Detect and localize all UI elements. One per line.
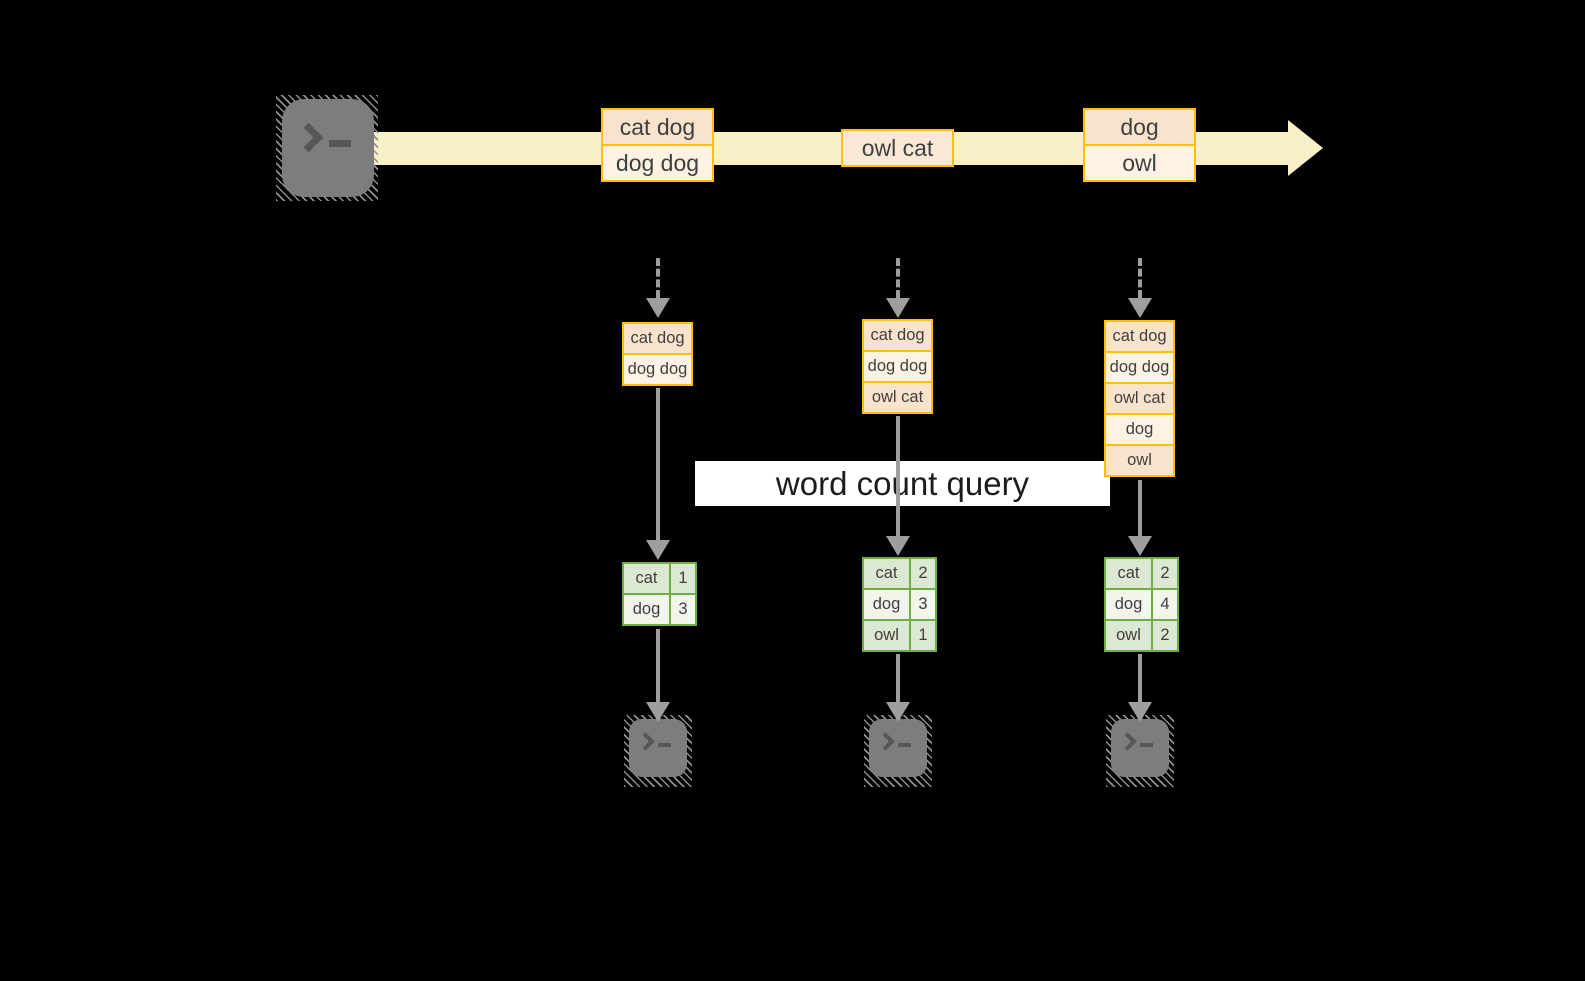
chevron-right-icon: [636, 732, 655, 751]
underscore-cursor-icon: [1140, 743, 1153, 747]
sink-terminal-1: [624, 715, 692, 787]
state-row: owl cat: [864, 381, 931, 412]
event-batch-2: owl cat: [841, 129, 954, 167]
result-count-cell: 2: [1153, 559, 1177, 588]
underscore-cursor-icon: [329, 140, 351, 147]
result-count-cell: 1: [671, 564, 695, 593]
arrow-line: [896, 416, 900, 536]
event-batch-1: cat dog dog dog: [601, 108, 714, 182]
chevron-right-icon: [1118, 732, 1137, 751]
prompt-glyph: [293, 122, 351, 153]
state-row: owl: [1106, 444, 1173, 475]
underscore-cursor-icon: [658, 743, 671, 747]
arrow-down-icon: [1128, 298, 1152, 318]
source-terminal: [276, 95, 378, 201]
arrow-down-icon: [646, 298, 670, 318]
stream-timeline-arrowhead-icon: [1288, 120, 1323, 176]
result-word-cell: cat: [624, 564, 669, 593]
prompt-glyph: [876, 732, 911, 751]
result-word-cell: dog: [1106, 590, 1151, 619]
result-word-cell: cat: [1106, 559, 1151, 588]
arrow-down-icon: [1128, 702, 1152, 722]
arrow-down-icon: [886, 536, 910, 556]
result-table-2: cat 2 dog 3 owl 1: [862, 557, 937, 652]
result-count-cell: 2: [1153, 621, 1177, 650]
prompt-glyph: [636, 732, 671, 751]
arrow-line: [896, 654, 900, 702]
state-stack-1: cat dog dog dog: [622, 322, 693, 386]
sink-terminal-2: [864, 715, 932, 787]
arrow-line: [656, 629, 660, 702]
arrow-line: [1138, 480, 1142, 536]
chevron-right-icon: [876, 732, 895, 751]
state-row: cat dog: [624, 324, 691, 353]
result-word-cell: owl: [864, 621, 909, 650]
sink-terminal-3: [1106, 715, 1174, 787]
state-row: cat dog: [1106, 322, 1173, 351]
state-stack-2: cat dog dog dog owl cat: [862, 319, 933, 414]
result-count-cell: 3: [911, 590, 935, 619]
arrow-line: [656, 388, 660, 540]
event-item: dog: [1085, 110, 1194, 144]
state-row: dog dog: [1106, 351, 1173, 382]
underscore-cursor-icon: [898, 743, 911, 747]
state-row: dog dog: [864, 350, 931, 381]
terminal-prompt-icon: [869, 719, 927, 777]
result-table-1: cat 1 dog 3: [622, 562, 697, 626]
arrow-down-icon: [646, 540, 670, 560]
terminal-prompt-icon: [282, 99, 374, 197]
arrow-down-icon: [646, 702, 670, 722]
terminal-prompt-icon: [629, 719, 687, 777]
result-table-3: cat 2 dog 4 owl 2: [1104, 557, 1179, 652]
arrow-line: [1138, 654, 1142, 702]
result-word-cell: owl: [1106, 621, 1151, 650]
result-word-cell: dog: [864, 590, 909, 619]
arrow-down-icon: [886, 702, 910, 722]
dashed-arrow-line: [1138, 258, 1142, 298]
result-word-cell: cat: [864, 559, 909, 588]
state-row: cat dog: [864, 321, 931, 350]
state-stack-3: cat dog dog dog owl cat dog owl: [1104, 320, 1175, 477]
result-count-cell: 2: [911, 559, 935, 588]
state-row: dog dog: [624, 353, 691, 384]
dashed-arrow-line: [896, 258, 900, 298]
terminal-prompt-icon: [1111, 719, 1169, 777]
event-batch-3: dog owl: [1083, 108, 1196, 182]
event-item: dog dog: [603, 144, 712, 180]
arrow-down-icon: [1128, 536, 1152, 556]
state-row: owl cat: [1106, 382, 1173, 413]
result-word-cell: dog: [624, 595, 669, 624]
result-count-cell: 1: [911, 621, 935, 650]
result-count-cell: 3: [671, 595, 695, 624]
state-row: dog: [1106, 413, 1173, 444]
arrow-down-icon: [886, 298, 910, 318]
query-label: word count query: [695, 461, 1110, 506]
event-item: cat dog: [603, 110, 712, 144]
event-item: owl: [1085, 144, 1194, 180]
result-count-cell: 4: [1153, 590, 1177, 619]
prompt-glyph: [1118, 732, 1153, 751]
event-item: owl cat: [843, 131, 952, 165]
chevron-right-icon: [293, 122, 324, 153]
dashed-arrow-line: [656, 258, 660, 298]
